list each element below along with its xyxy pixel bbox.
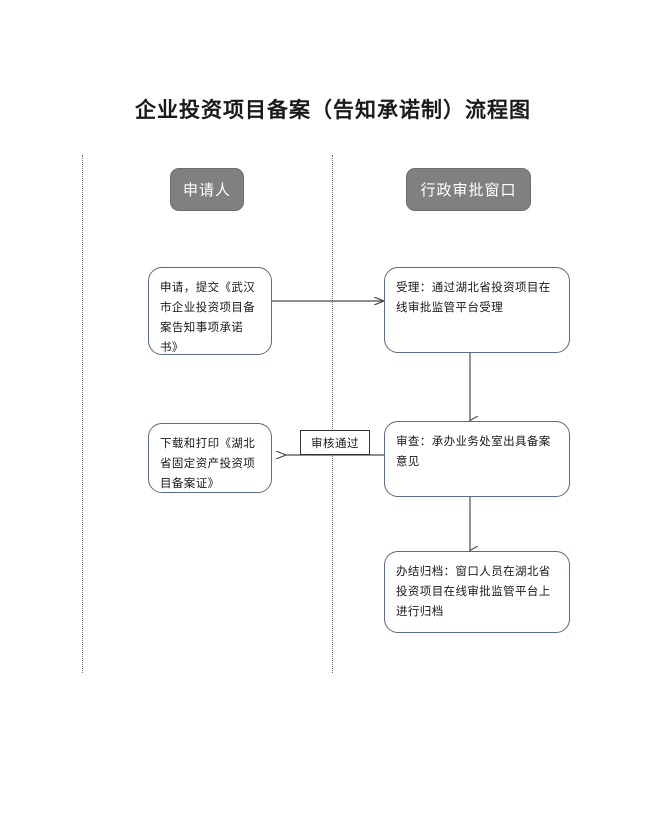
node-archive[interactable]: 办结归档：窗口人员在湖北省投资项目在线审批监管平台上进行归档 — [384, 551, 570, 633]
lane-header-approval-window: 行政审批窗口 — [406, 168, 531, 211]
edge-label-review-approved: 审核通过 — [300, 430, 370, 455]
lane-divider-left — [82, 155, 83, 673]
node-accept[interactable]: 受理：通过湖北省投资项目在线审批监管平台受理 — [384, 267, 570, 353]
page-title: 企业投资项目备案（告知承诺制）流程图 — [135, 98, 531, 122]
lane-divider-middle — [332, 155, 333, 673]
node-review[interactable]: 审查：承办业务处室出具备案意见 — [384, 421, 570, 497]
lane-header-applicant: 申请人 — [170, 168, 244, 211]
node-apply[interactable]: 申请，提交《武汉市企业投资项目备案告知事项承诺书》 — [148, 267, 272, 355]
node-download[interactable]: 下载和打印《湖北省固定资产投资项目备案证》 — [148, 423, 272, 493]
